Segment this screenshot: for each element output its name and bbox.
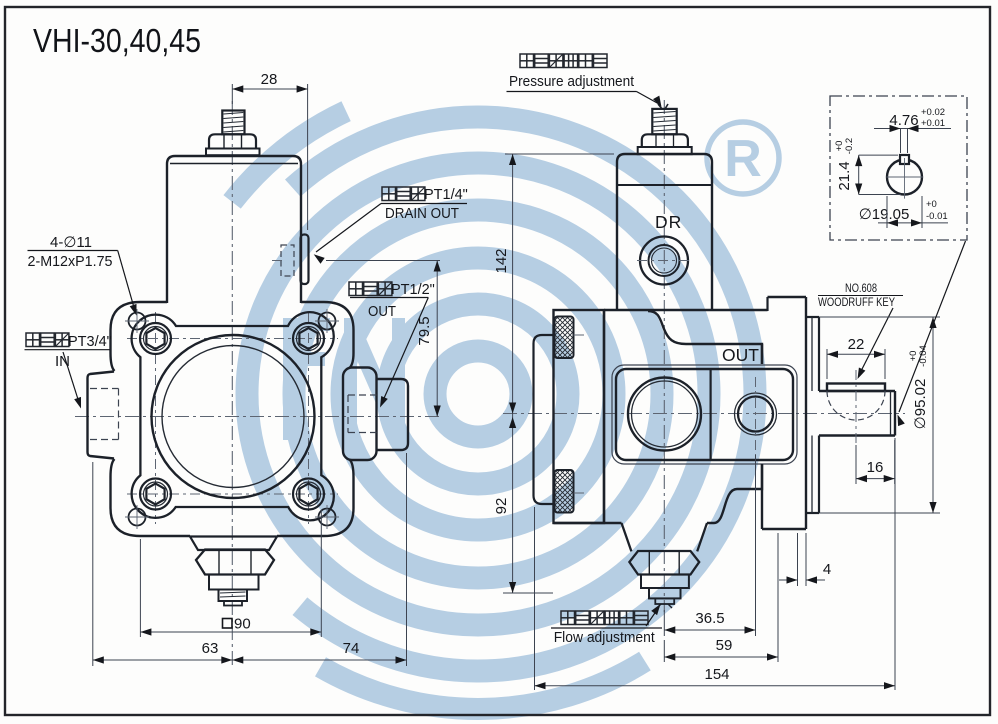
svg-text:VHI-30,40,45: VHI-30,40,45 [33, 22, 201, 59]
svg-text:DR: DR [655, 212, 682, 232]
svg-text:R: R [724, 130, 762, 188]
svg-text:+0: +0 [834, 141, 845, 152]
svg-text:28: 28 [261, 71, 278, 88]
svg-text:79.5: 79.5 [416, 316, 433, 345]
svg-text:PT1/2": PT1/2" [391, 282, 435, 298]
svg-text:-0.2: -0.2 [844, 138, 855, 154]
svg-text:PT3/4": PT3/4" [68, 334, 112, 350]
svg-text:NO.608: NO.608 [845, 283, 877, 295]
svg-text:+0: +0 [926, 199, 937, 210]
svg-text:16: 16 [867, 459, 884, 476]
svg-text:142: 142 [493, 248, 510, 273]
svg-text:-0.04: -0.04 [918, 345, 929, 367]
svg-text:59: 59 [716, 637, 733, 654]
svg-text:Flow adjustment: Flow adjustment [554, 629, 656, 646]
svg-text:36.5: 36.5 [695, 610, 724, 627]
svg-text:IN: IN [55, 353, 70, 370]
svg-text:∅19.05: ∅19.05 [859, 206, 910, 223]
svg-text:22: 22 [848, 336, 865, 353]
svg-text:74: 74 [343, 640, 360, 657]
svg-text:4.76: 4.76 [889, 112, 918, 129]
svg-text:63: 63 [202, 640, 219, 657]
svg-text:90: 90 [234, 616, 251, 633]
svg-text:WOODRUFF KEY: WOODRUFF KEY [818, 297, 895, 309]
svg-text:92: 92 [493, 498, 510, 515]
svg-text:+0.02: +0.02 [921, 107, 945, 118]
svg-text:PT1/4": PT1/4" [424, 187, 468, 203]
svg-text:+0.01: +0.01 [921, 118, 945, 129]
svg-text:154: 154 [704, 666, 729, 683]
svg-text:+0: +0 [908, 351, 919, 362]
svg-text:2-M12xP1.75: 2-M12xP1.75 [28, 253, 113, 270]
svg-text:OUT: OUT [722, 345, 759, 365]
svg-text:21.4: 21.4 [836, 161, 853, 190]
svg-text:4: 4 [823, 561, 831, 578]
svg-text:OUT: OUT [368, 303, 396, 320]
svg-text:Pressure adjustment: Pressure adjustment [509, 73, 635, 90]
svg-text:4-∅11: 4-∅11 [50, 234, 92, 251]
svg-text:DRAIN OUT: DRAIN OUT [385, 205, 459, 222]
svg-text:∅95.02: ∅95.02 [912, 379, 929, 430]
svg-text:-0.01: -0.01 [926, 211, 948, 222]
